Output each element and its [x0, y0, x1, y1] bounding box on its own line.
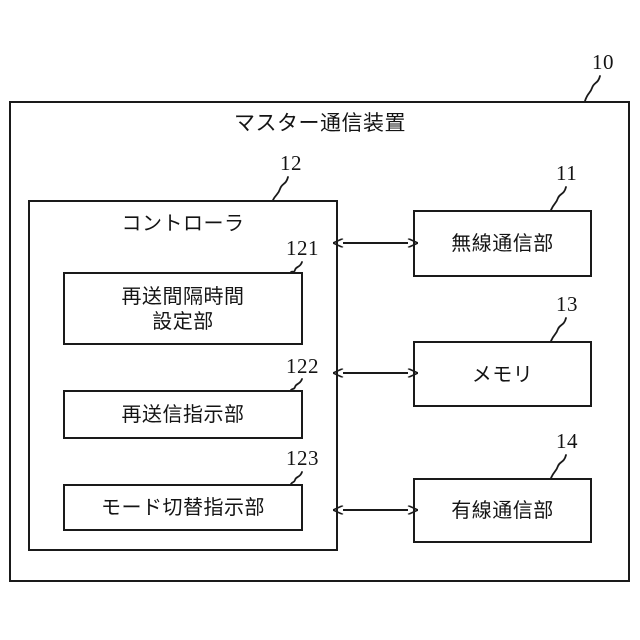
outer-device-title: マスター通信装置	[234, 111, 406, 136]
block-wired-communication-unit-label: 有線通信部	[451, 498, 554, 523]
ref-numeral-121: 121	[286, 236, 319, 260]
ref-numeral-14: 14	[556, 429, 578, 453]
block-wireless-communication-unit-label: 無線通信部	[451, 231, 554, 256]
block-wired-communication-unit	[413, 478, 592, 543]
block-mode-switch-instructor-label: モード切替指示部	[101, 495, 265, 520]
leader-line-10	[584, 75, 601, 102]
ref-numeral-13: 13	[556, 292, 578, 316]
block-retransmission-interval-setter-label: 再送間隔時間 設定部	[121, 284, 245, 333]
block-retransmission-instructor	[63, 390, 303, 439]
block-retransmission-instructor-label: 再送信指示部	[121, 402, 245, 427]
ref-numeral-12: 12	[280, 151, 302, 175]
ref-numeral-123: 123	[286, 446, 319, 470]
block-mode-switch-instructor	[63, 484, 303, 531]
ref-numeral-10: 10	[592, 50, 614, 74]
controller-title: コントローラ	[121, 210, 245, 235]
block-retransmission-interval-setter	[63, 272, 303, 345]
ref-numeral-122: 122	[286, 354, 319, 378]
block-wireless-communication-unit	[413, 210, 592, 277]
ref-numeral-11: 11	[556, 161, 578, 185]
block-memory-label: メモリ	[471, 361, 534, 386]
